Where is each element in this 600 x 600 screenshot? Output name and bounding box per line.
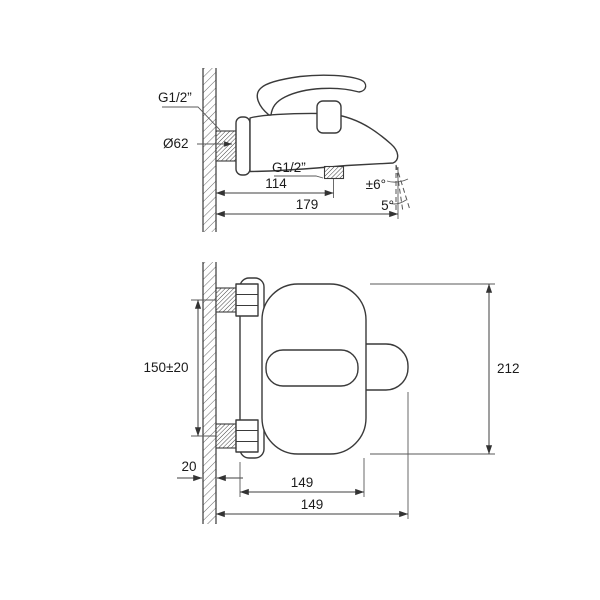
lever-handle-side [256,74,367,116]
upper-pipe-thread [215,287,237,313]
shower-thread-leader [274,175,324,179]
dim-20-label: 20 [181,459,196,474]
dim-149-lower-label: 149 [301,497,324,512]
angle-arc-lower [388,199,407,205]
angle-label: 5° [381,198,394,213]
dim-114-label: 114 [265,176,287,191]
escutcheon-flange [235,116,251,176]
angle-arc-upper [386,178,409,183]
wall-hatch-front [203,262,216,524]
shower-thread-callout-label: G1/2” [272,160,306,175]
dim-150-label: 150±20 [144,360,189,375]
angle-tolerance-label: ±6° [366,177,386,192]
water-stream-lines [386,164,411,213]
faucet-body-side [249,112,399,173]
wall-thread-callout-label: G1/2” [158,90,192,105]
diverter-knob [316,100,342,134]
dim-179-label: 179 [296,197,319,212]
lower-pipe-thread [215,423,237,449]
dim-149-upper-label: 149 [291,475,314,490]
upper-hex-nut [235,283,259,317]
shower-hose-thread [323,165,345,180]
flange-diameter-label: Ø62 [163,136,189,151]
lever-handle-front [265,349,359,387]
wall-thread-leader [162,106,221,131]
side-view: ±6° 5° G1/2” Ø62 G1/2” 114 179 [158,68,411,232]
dim-212-label: 212 [497,361,520,376]
wall-hatch-side [203,68,216,232]
supply-pipe-thread [215,130,239,162]
lower-hex-nut [235,419,259,453]
front-view: 150±20 212 20 149 149 [144,262,520,524]
